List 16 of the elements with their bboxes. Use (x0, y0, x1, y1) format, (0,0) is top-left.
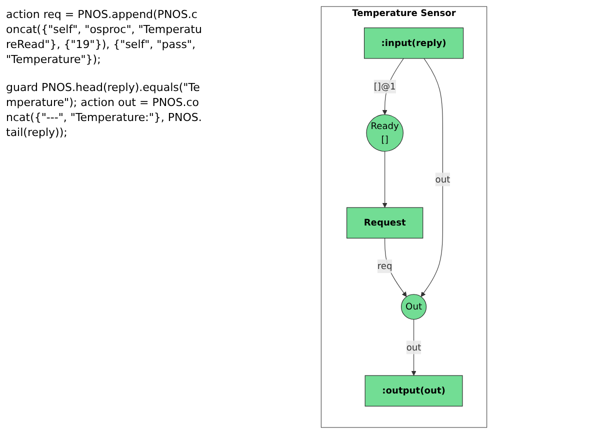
edge-label: out (406, 342, 422, 353)
node-box: :output(out) (364, 375, 463, 406)
node-circle: Out (401, 294, 427, 320)
edge-label: out (435, 174, 450, 185)
edge-label: req (377, 260, 392, 272)
arrow (382, 151, 388, 208)
node-box: Request (346, 207, 424, 238)
arrow (411, 319, 416, 376)
code-note: guard PNOS.head(reply).equals("Temperature"); action out = PNOS.concat({"---", "Temperature:"}, PNOS.tail(reply)); (6, 81, 203, 141)
code-note: action req = PNOS.append(PNOS.concat({"self", "osproc", "TemperatureRead"}, {"19"}), {"self", "pass", "Temperature"}); (6, 8, 203, 68)
edge-label: []@1 (374, 80, 396, 92)
arrow (420, 58, 444, 297)
arrow (384, 238, 407, 297)
arrow (382, 58, 404, 115)
node-circle: Ready [] (366, 114, 404, 152)
node-box: :input(reply) (364, 28, 464, 59)
